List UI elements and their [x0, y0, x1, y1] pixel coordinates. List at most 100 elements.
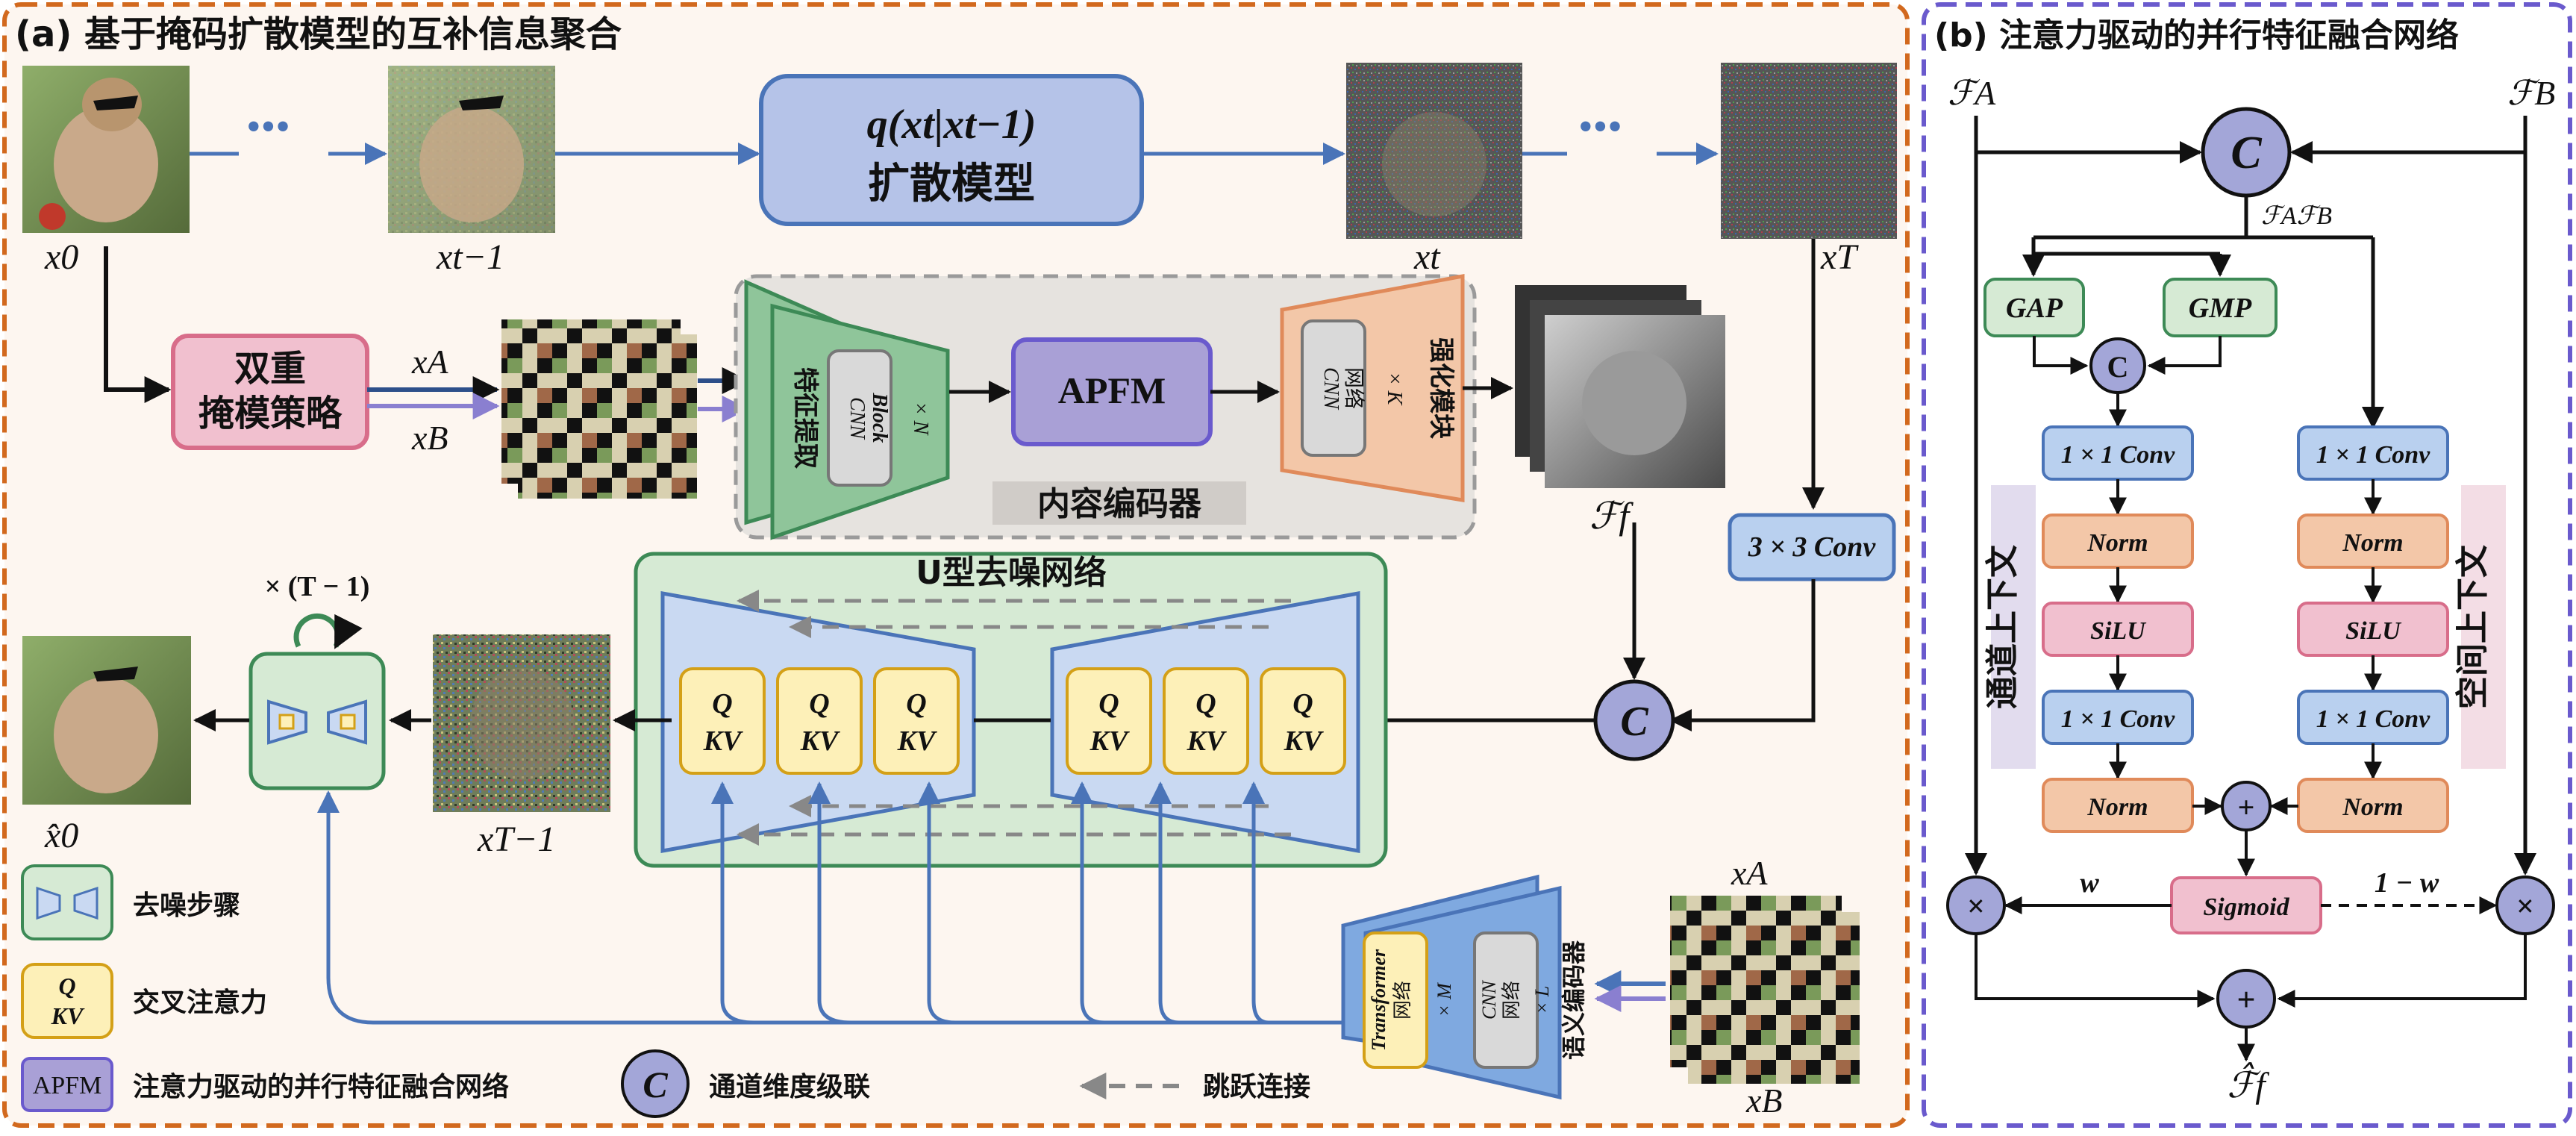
feature-extract-label: 特征提取 — [790, 367, 820, 469]
qkv-block-5: Q KV — [1163, 667, 1249, 775]
spatial-context-label: 空间上下文 — [2454, 545, 2492, 709]
conv3x3-box: 3 × 3 Conv — [1728, 513, 1896, 581]
label-x0: x0 — [44, 237, 78, 277]
content-encoder-label-bg — [992, 481, 1246, 525]
dual-mask-line2: 掩模策略 — [198, 393, 343, 434]
diffusion-model-box: q(xt|xt−1) 扩散模型 — [759, 74, 1144, 226]
add-node-mid-label: + — [2238, 790, 2255, 824]
legend-skip-desc: 跳跃连接 — [1203, 1072, 1310, 1102]
multiply-node-right: × — [2495, 876, 2555, 935]
legend-concat-desc: 通道维度级联 — [709, 1072, 870, 1102]
qkv1-q: Q — [712, 688, 732, 720]
se-times-l: × L — [1531, 986, 1553, 1015]
legend-concat-symbol: C — [643, 1064, 668, 1105]
concat-node-b-label: C — [2230, 128, 2262, 178]
channel-context-label: 通道上下文 — [1983, 545, 2022, 709]
weight-one-minus-w: 1 − w — [2375, 867, 2439, 899]
legend-qkv-q: Q — [58, 973, 75, 999]
add-node-mid: + — [2221, 781, 2272, 831]
unet-title: U型去噪网络 — [916, 554, 1107, 592]
qkv-block-2: Q KV — [776, 667, 863, 775]
multiply-node-left: × — [1946, 876, 2006, 935]
label-x-A-2: xA — [1731, 854, 1768, 892]
panel-a-title: (a) 基于掩码扩散模型的互补信息聚合 — [15, 13, 622, 55]
legend: 去噪步骤 Q KV 交叉注意力 APFM 注意力驱动的并行特征融合网络 C 通道… — [21, 864, 1310, 1118]
dual-mask-strategy-box: 双重 掩模策略 — [171, 334, 369, 450]
label-x0-hat: x̂0 — [44, 816, 78, 855]
diffusion-label: 扩散模型 — [868, 160, 1035, 208]
sigmoid-label: Sigmoid — [2203, 893, 2289, 921]
se-transformer-label: Transformer — [1368, 949, 1389, 1051]
image-x0-hat — [22, 636, 191, 805]
channel-context-bg — [1991, 485, 2036, 769]
apfm-label: APFM — [1058, 369, 1166, 411]
qkv6-q: Q — [1292, 688, 1313, 720]
se-transformer-net: 网络 — [1392, 981, 1414, 1020]
left-conv1-label: 1 × 1 Conv — [2061, 441, 2175, 469]
concat-node-a-label: C — [1620, 699, 1648, 745]
qkv-block-1: Q KV — [679, 667, 766, 775]
qkv4-kv: KV — [1090, 725, 1130, 757]
right-conv2-label: 1 × 1 Conv — [2316, 705, 2430, 733]
repeat-label: × (T − 1) — [265, 571, 370, 602]
weight-w: w — [2080, 867, 2099, 899]
left-conv2-label: 1 × 1 Conv — [2061, 705, 2175, 733]
spatial-context-bg — [2461, 485, 2506, 769]
concat-node-b: C — [2201, 107, 2292, 198]
conv3x3-label: 3 × 3 Conv — [1748, 531, 1877, 563]
legend-denoise-step: 去噪步骤 — [133, 890, 240, 921]
qkv1-kv: KV — [703, 725, 743, 757]
concat-node-small-label: C — [2107, 350, 2129, 384]
label-x-B-2: xB — [1745, 1082, 1783, 1120]
concat-node-a: C — [1593, 679, 1675, 761]
apfm-box: APFM — [1011, 337, 1213, 446]
fe-times-n: × N — [909, 402, 932, 436]
label-F-f: ℱf — [1589, 495, 1634, 537]
dual-mask-line1: 双重 — [234, 348, 306, 390]
diffusion-formula: q(xt|xt−1) — [867, 102, 1037, 148]
left-silu-label: SiLU — [2090, 617, 2147, 645]
enhance-module-label: 强化模块 — [1426, 337, 1456, 439]
image-x0 — [22, 66, 190, 233]
fe-block-label: Block — [868, 393, 891, 443]
qkv3-kv: KV — [897, 725, 937, 757]
multiply-right-label: × — [2516, 890, 2534, 924]
label-F-A: ℱA — [1948, 74, 1996, 112]
legend-cross-attention: 交叉注意力 — [133, 987, 267, 1018]
qkv5-kv: KV — [1187, 725, 1227, 757]
right-conv1-label: 1 × 1 Conv — [2316, 441, 2430, 469]
label-x-T-minus-1: xT−1 — [477, 820, 555, 859]
label-x-t: xt — [1413, 237, 1441, 277]
multiply-left-label: × — [1967, 890, 1985, 924]
conditioning-lines — [317, 781, 1343, 1025]
fused-feature-stack — [1515, 285, 1725, 488]
repeat-loop-icon — [293, 613, 363, 649]
label-x-A: xA — [411, 343, 448, 381]
right-norm2-label: Norm — [2342, 793, 2403, 821]
panel-b-title: (b) 注意力驱动的并行特征融合网络 — [1934, 16, 2459, 54]
label-x-T: xT — [1820, 237, 1859, 277]
image-x-t-minus-1 — [388, 66, 555, 233]
left-conv2: 1 × 1 Conv — [2042, 690, 2194, 745]
left-silu: SiLU — [2042, 602, 2194, 657]
em-net-label: 网络 — [1342, 367, 1366, 409]
gmp-box: GMP — [2163, 278, 2278, 337]
legend-apfm-box: APFM — [33, 1072, 102, 1099]
left-norm1-label: Norm — [2086, 529, 2148, 557]
legend-apfm-desc: 注意力驱动的并行特征融合网络 — [133, 1071, 509, 1102]
left-norm1: Norm — [2042, 514, 2194, 569]
right-norm1-label: Norm — [2342, 529, 2403, 557]
masked-images-stack — [501, 319, 697, 499]
qkv-block-3: Q KV — [873, 667, 960, 775]
qkv6-kv: KV — [1284, 725, 1324, 757]
ellipsis-1: ••• — [246, 104, 290, 150]
qkv2-q: Q — [809, 688, 829, 720]
right-conv1: 1 × 1 Conv — [2297, 425, 2449, 481]
qkv3-q: Q — [906, 688, 926, 720]
concat-node-small: C — [2089, 337, 2146, 394]
legend-qkv-kv: KV — [51, 1002, 85, 1029]
se-times-m: × M — [1434, 982, 1455, 1017]
semantic-encoder-label: 语义编码器 — [1560, 940, 1588, 1060]
